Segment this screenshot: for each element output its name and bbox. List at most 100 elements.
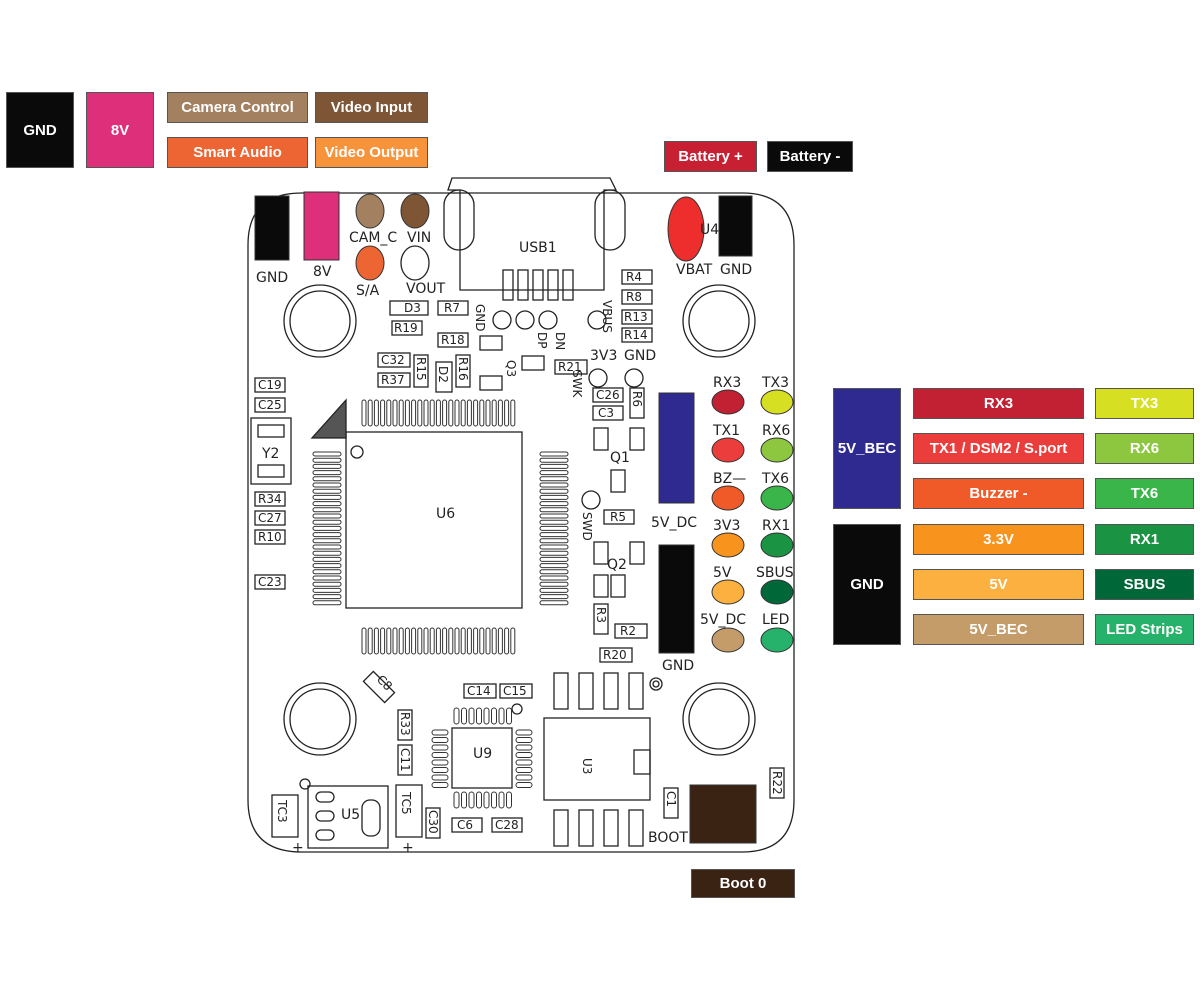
silk-c23: C23 — [258, 575, 282, 589]
chip-pin — [431, 774, 449, 781]
rx1-pad — [760, 532, 794, 558]
chip-pin — [312, 501, 342, 507]
chip-pin — [312, 550, 342, 556]
silk-boot: BOOT — [648, 830, 688, 846]
chip-pin — [448, 627, 454, 655]
silk-r37: R37 — [381, 373, 405, 387]
silk-u5: U5 — [341, 807, 360, 823]
chip-pin — [367, 627, 373, 655]
chip-pin — [539, 482, 569, 488]
vbat-pad — [667, 196, 705, 262]
chip-pin — [491, 627, 497, 655]
chip-pin — [380, 399, 386, 427]
chip-pin — [515, 759, 533, 766]
boot-pad — [689, 784, 757, 844]
tx3-label: TX3 — [1095, 388, 1194, 419]
silk-c11: C11 — [398, 748, 412, 772]
chip-pin — [361, 627, 367, 655]
chip-pin — [491, 399, 497, 427]
chip-pin — [312, 476, 342, 482]
chip-pin — [361, 399, 367, 427]
silk-plus1: + — [292, 840, 304, 856]
silk-rx6: RX6 — [762, 423, 790, 439]
chip-pin — [476, 707, 482, 725]
silk-tx1: TX1 — [712, 423, 740, 439]
chip-pin — [539, 457, 569, 463]
chip-pin — [454, 627, 460, 655]
silk-r19: R19 — [394, 321, 418, 335]
silk-r7: R7 — [444, 301, 460, 315]
silk-sbus: SBUS — [756, 565, 794, 581]
silk-r21: R21 — [558, 360, 582, 374]
chip-pin — [448, 399, 454, 427]
silk-rx1: RX1 — [762, 518, 790, 534]
sa-pad — [355, 245, 385, 281]
buzzer-label: Buzzer - — [913, 478, 1084, 509]
chip-pin — [539, 569, 569, 575]
chip-pin — [515, 744, 533, 751]
silk-d2: D2 — [436, 366, 450, 383]
chip-pin — [435, 627, 441, 655]
chip-pin — [431, 767, 449, 773]
chip-pin — [539, 507, 569, 513]
silk-led: LED — [762, 612, 789, 628]
chip-pin — [312, 538, 342, 544]
chip-pin — [539, 544, 569, 550]
silk-r34: R34 — [258, 492, 282, 506]
chip-pin — [431, 729, 449, 736]
led-strips-label: LED Strips — [1095, 614, 1194, 645]
silk-q2: Q2 — [607, 557, 627, 573]
battery-plus-label: Battery + — [664, 141, 757, 172]
chip-pin — [461, 791, 467, 809]
rx6-label: RX6 — [1095, 433, 1194, 464]
chip-pin — [386, 399, 392, 427]
chip-pin — [398, 627, 404, 655]
video-output-label: Video Output — [315, 137, 428, 168]
chip-pin — [312, 488, 342, 494]
chip-pin — [312, 581, 342, 587]
chip-pin — [312, 600, 342, 606]
5v-pad — [711, 579, 745, 605]
chip-pin — [392, 399, 398, 427]
chip-pin — [423, 627, 429, 655]
silk-tx3: TX3 — [761, 375, 789, 391]
silk-c28: C28 — [495, 818, 519, 832]
silk-q1: Q1 — [610, 450, 630, 466]
chip-pin — [312, 494, 342, 500]
chip-pin — [392, 627, 398, 655]
chip-pin — [312, 594, 342, 600]
silk-c26: C26 — [596, 388, 620, 402]
chip-pin — [312, 575, 342, 581]
8v-pad — [303, 191, 340, 261]
chip-pin — [485, 627, 491, 655]
chip-pin — [539, 594, 569, 600]
chip-pin — [473, 627, 479, 655]
chip-pin — [468, 791, 475, 809]
chip-pin — [454, 399, 460, 427]
chip-pin — [312, 569, 342, 575]
chip-pin — [483, 707, 490, 725]
chip-pin — [435, 399, 441, 427]
silk-c30: C30 — [426, 810, 440, 834]
5v-bec-label-2: 5V_BEC — [913, 614, 1084, 645]
silk-c1: C1 — [664, 791, 678, 807]
chip-pin — [497, 399, 503, 427]
silk-rx3: RX3 — [713, 375, 741, 391]
silk-3v3-top: 3V3 — [590, 348, 617, 364]
gnd-pad-left — [254, 195, 290, 261]
chip-pin — [373, 627, 379, 655]
silk-5vdc: 5V_DC — [700, 612, 746, 628]
gnd-pad-bottom — [658, 544, 695, 654]
chip-pin — [411, 627, 417, 655]
tx6-label: TX6 — [1095, 478, 1194, 509]
silk-c27: C27 — [258, 511, 282, 525]
silk-cam-c: CAM_C — [349, 230, 397, 246]
silk-u6: U6 — [436, 506, 455, 522]
chip-pin — [312, 470, 342, 476]
silk-c6: C6 — [457, 818, 473, 832]
chip-pin — [398, 399, 404, 427]
5vdc-small-pad — [711, 627, 745, 653]
silk-gnd-right: GND — [720, 262, 752, 278]
vin-pad — [400, 193, 430, 229]
chip-pin — [539, 532, 569, 538]
